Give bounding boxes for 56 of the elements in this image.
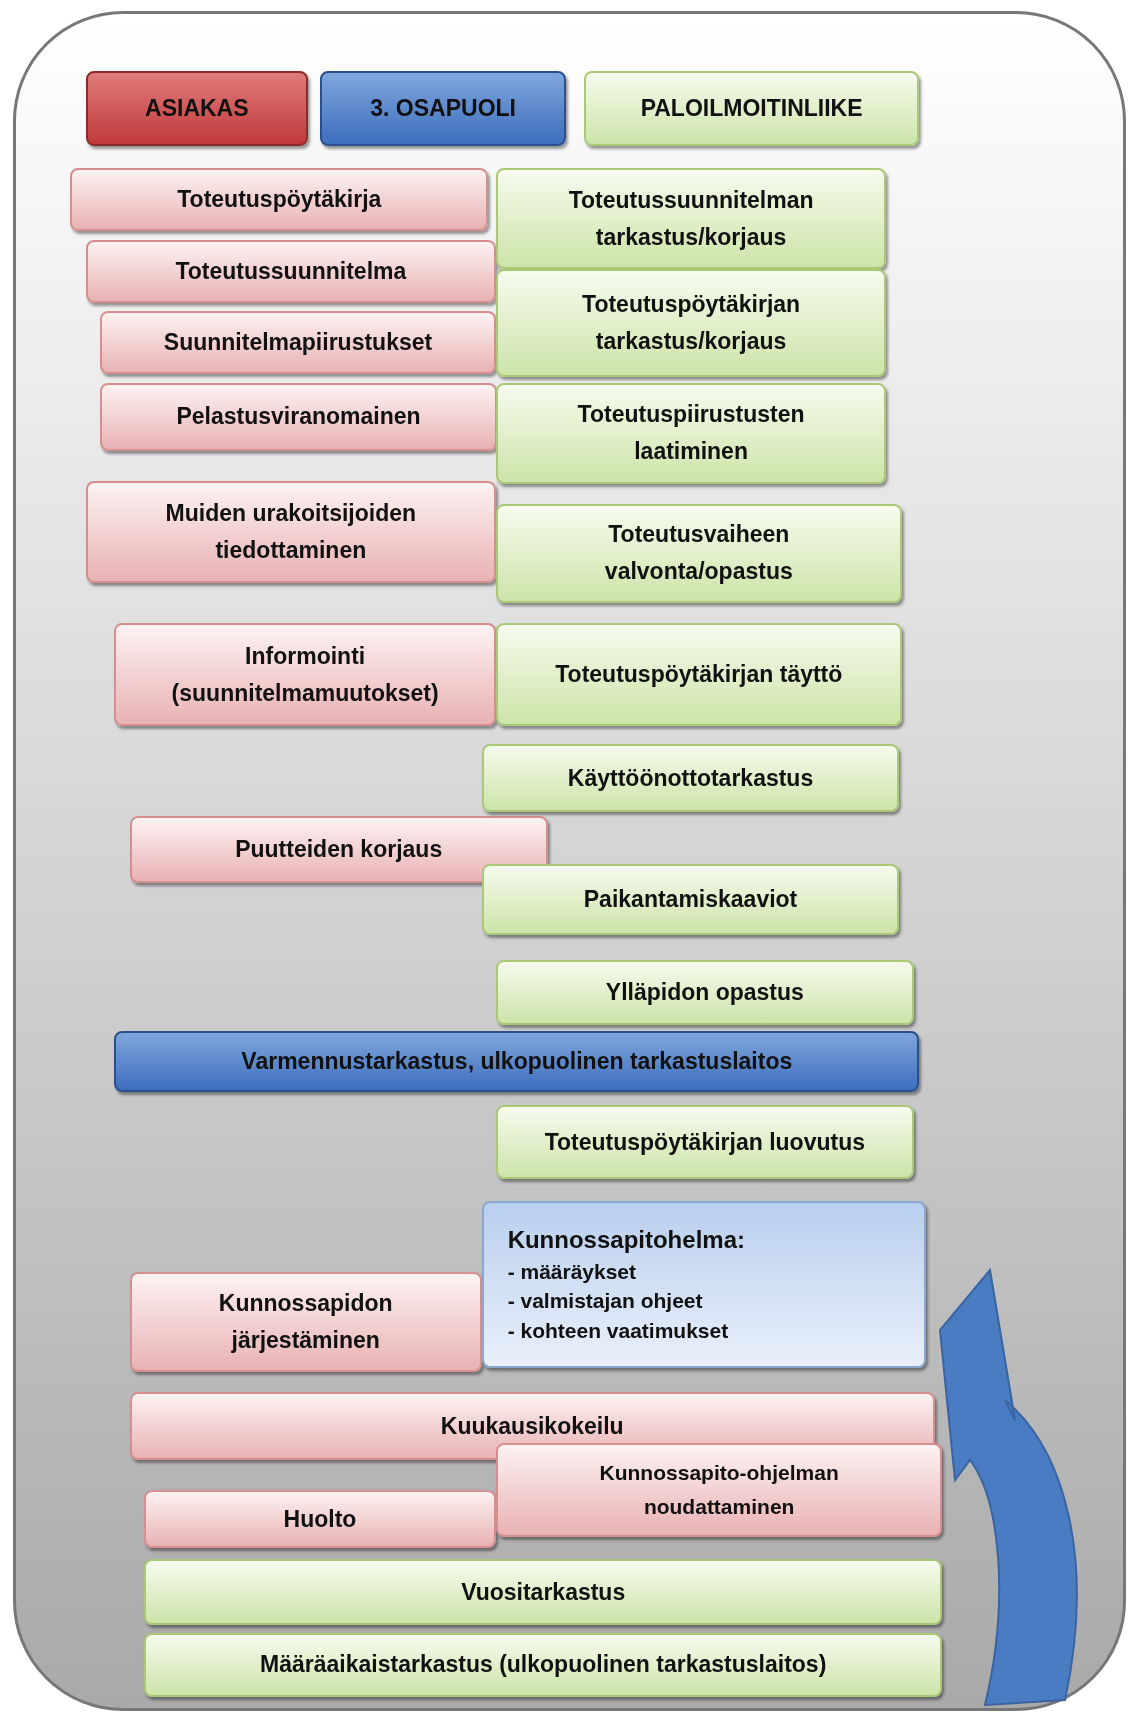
process-box [129,815,548,883]
process-box [129,1272,482,1373]
box-label: Muiden urakoitsijoiden tiedottaminen [164,498,418,565]
box-label: Toteutuspöytäkirja [177,185,382,215]
process-box [495,1442,943,1538]
box-label: PALOILMOITINLIIKE [640,94,863,124]
box-label: Käyttöönottotarkastus [567,763,814,793]
box-label: Toteutuspöytäkirjan tarkastus/korjaus [581,290,802,357]
process-box [495,1105,914,1179]
info-box [481,1200,926,1368]
box-label: Toteutuspöytäkirjan luovutus [544,1127,865,1157]
process-box [495,382,887,484]
box-label: Toteutusvaiheen valvonta/opastus [603,520,794,587]
box-label: Pelastusviranomainen [176,402,421,432]
process-box [100,382,497,451]
box-label: Huolto [283,1504,357,1534]
box-label: Määräaikaistarkastus (ulkopuolinen tarkastuslaitos) [260,1650,827,1680]
process-bar [114,1031,920,1092]
box-label: Toteutussuunnitelma [175,257,407,287]
box-label: 3. OSAPUOLI [370,94,516,124]
list-item: - kohteen vaatimukset [507,1317,729,1344]
box-label: Kunnossapidon järjestäminen [217,1289,394,1356]
box-label: ASIAKAS [145,94,249,124]
box-heading: Kunnossapitohelma: [507,1225,745,1256]
process-box [495,503,902,603]
box-label: Kuukausikokeilu [440,1411,624,1441]
box-label: Toteutussuunnitelman tarkastus/korjaus [567,186,815,252]
box-label: Vuositarkastus [461,1577,626,1607]
process-box [85,480,496,583]
box-label: Kunnossapito-ohjelman noudattaminen [598,1460,840,1520]
process-box [481,864,900,935]
box-label: Puutteiden korjaus [235,835,443,865]
process-box [70,168,489,231]
box-label: Suunnitelmapiirustukset [163,328,433,358]
process-box [495,623,902,726]
process-box [114,623,496,726]
box-label: Ylläpidon opastus [605,978,804,1007]
process-box [495,959,914,1025]
process-box [495,168,887,270]
process-box [100,311,496,374]
process-box [144,1632,943,1697]
list-item: - valmistajan ohjeet [507,1288,703,1315]
box-label: Toteutuspiirustusten laatiminen [576,400,806,467]
process-box [144,1559,943,1626]
header-box [320,71,567,147]
process-box [495,269,887,378]
process-box [85,239,496,304]
box-label: Paikantamiskaaviot [583,885,798,915]
list-item: - määräykset [507,1259,637,1286]
box-label: Informointi (suunnitelmamuutokset) [170,641,440,708]
header-box [85,71,308,147]
process-box [481,744,900,812]
process-box [583,71,920,147]
box-label: Toteutuspöytäkirjan täyttö [555,660,843,690]
process-box [144,1489,496,1549]
box-label: Varmennustarkastus, ulkopuolinen tarkastuslaitos [241,1047,793,1077]
